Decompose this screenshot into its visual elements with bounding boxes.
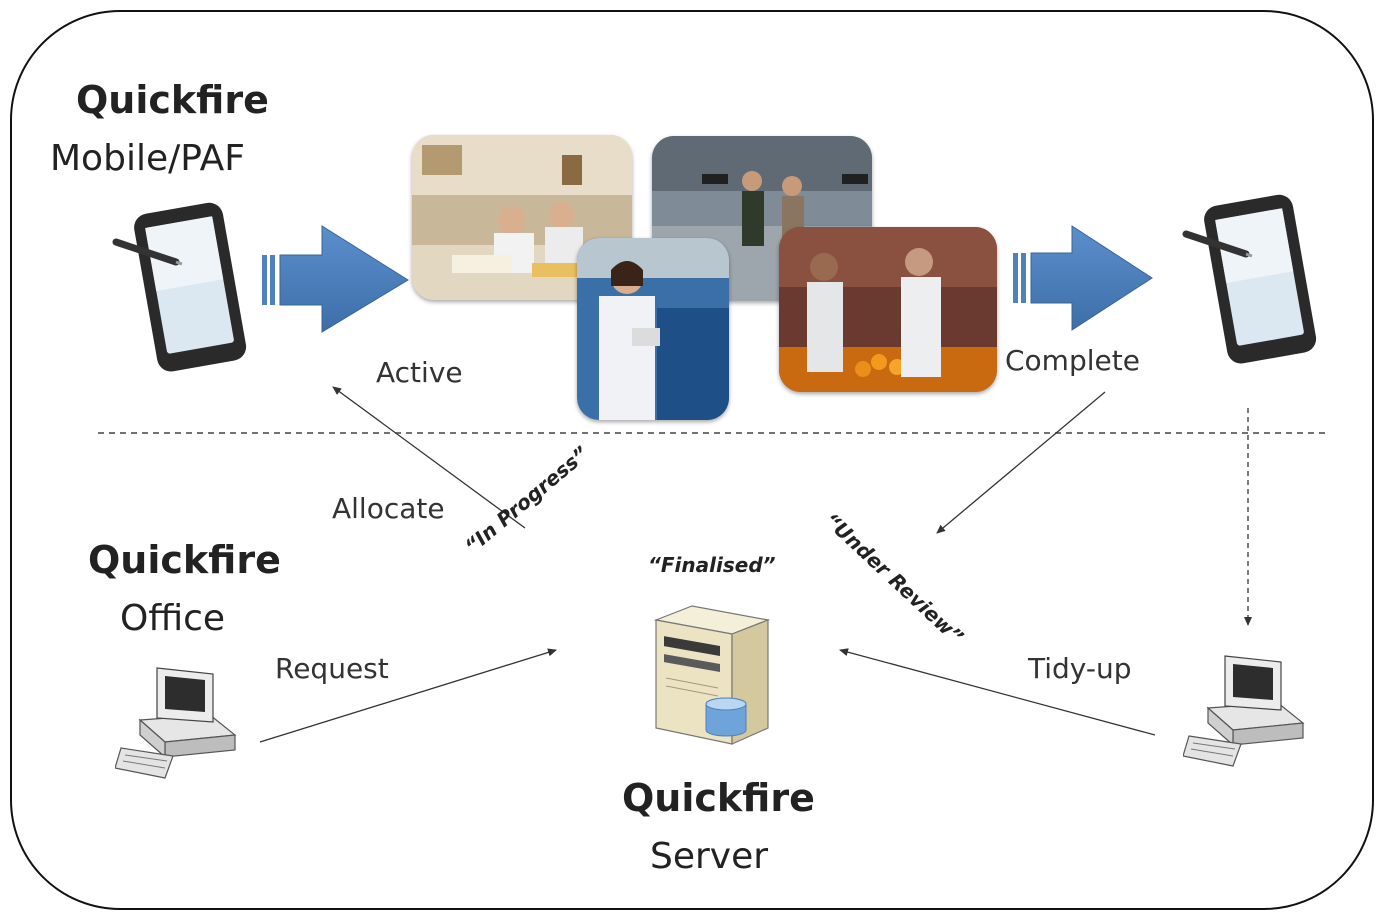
photo-orange-inspection: [779, 227, 997, 392]
request-arrow: [259, 648, 557, 743]
office-title: Quickfire: [88, 538, 281, 582]
office-subtitle: Office: [120, 598, 226, 639]
mobile-title: Quickfire: [76, 78, 269, 122]
flow-label-request: Request: [275, 652, 389, 685]
tablet-stylus-icon: [110, 198, 260, 380]
complete-arrow: [936, 391, 1106, 534]
flow-label-complete: Complete: [1005, 344, 1140, 377]
flow-label-allocate: Allocate: [332, 492, 445, 525]
tablet-stylus-icon: [1180, 190, 1330, 372]
photo-lab-inspector: [577, 238, 729, 420]
server-database-icon: [652, 598, 774, 752]
desktop-computer-icon: [114, 660, 250, 789]
blue-arrow-left: [262, 225, 409, 333]
desktop-computer-icon: [1182, 648, 1318, 777]
mobile-subtitle: Mobile/PAF: [50, 138, 245, 179]
allocate-arrow: [332, 386, 526, 529]
server-title: Quickfire: [622, 776, 815, 820]
tidy-up-arrow: [839, 648, 1156, 736]
server-subtitle: Server: [650, 836, 769, 877]
blue-arrow-right: [1013, 225, 1153, 331]
diagram-frame: [10, 10, 1374, 910]
flow-label-tidy-up: Tidy-up: [1028, 652, 1132, 685]
status-finalised: “Finalised”: [648, 553, 776, 577]
flow-label-active: Active: [376, 356, 463, 389]
